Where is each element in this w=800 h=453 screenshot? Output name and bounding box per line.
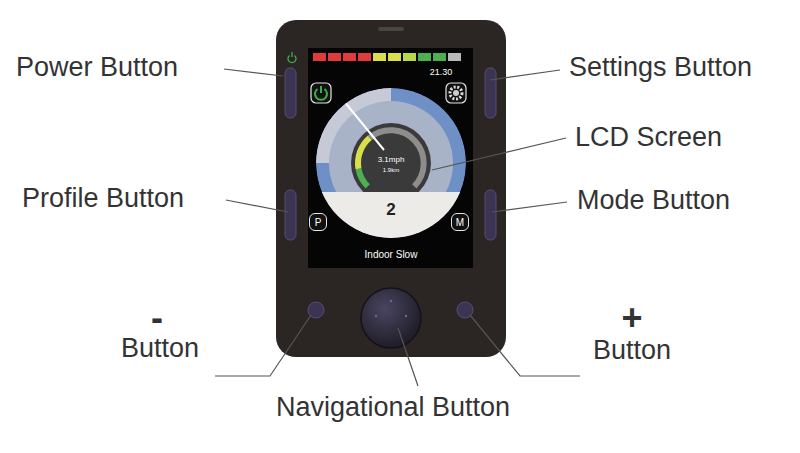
callout-label: Button (593, 336, 671, 366)
mode-key: M (451, 213, 469, 231)
key-letter: P (315, 217, 322, 228)
mode-button (485, 190, 496, 240)
key-letter: M (456, 217, 464, 228)
nav-dot (375, 315, 377, 317)
power-button (285, 68, 296, 118)
nav-dot (405, 315, 407, 317)
nav-dot (390, 300, 392, 302)
callout-label: Navigational Button (276, 393, 510, 423)
navigational-button (361, 288, 421, 348)
controller-housing (276, 20, 506, 357)
plus-sign: + (621, 298, 642, 338)
power-symbol (315, 86, 327, 100)
profile-key: P (309, 213, 327, 231)
gear-symbol (450, 87, 462, 99)
speed-gauge (300, 88, 490, 252)
callout-label: Profile Button (22, 184, 184, 214)
callout-label: Settings Button (569, 53, 752, 83)
distance-text: 1.9km (383, 167, 399, 174)
power-indicator (288, 52, 296, 63)
housing-slit (378, 27, 404, 31)
minus-sign: - (151, 298, 163, 338)
callout-label: Button (121, 334, 199, 364)
profile-button (285, 190, 296, 240)
callout-label: Mode Button (577, 186, 730, 216)
speed-text: 3.1mph (378, 156, 405, 165)
profile-name: Indoor Slow (365, 249, 418, 260)
settings-button (485, 68, 496, 118)
gear-hub (453, 90, 459, 96)
callout-label: Power Button (16, 53, 178, 83)
settings-icon (446, 83, 466, 103)
callout-label: LCD Screen (575, 123, 722, 153)
power-icon (311, 83, 331, 103)
battery-bar (313, 53, 461, 61)
clock-text: 21.30 (430, 68, 453, 78)
speed-level: 2 (386, 201, 395, 220)
leader-lines (215, 69, 580, 386)
